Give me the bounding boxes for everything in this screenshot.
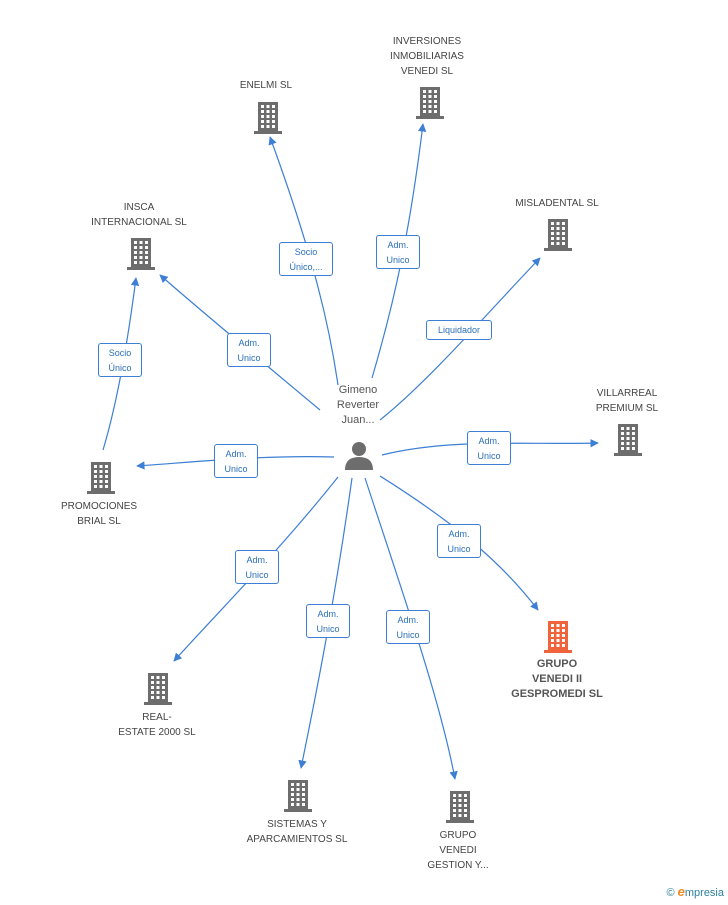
company-label-real-estate[interactable]: REAL- ESTATE 2000 SL [118, 712, 196, 738]
edge-role-label[interactable]: Adm. Unico [214, 444, 258, 478]
footer-brand: © empresia [666, 884, 724, 899]
person-icon[interactable] [343, 440, 375, 475]
edge-role-label[interactable]: Adm. Unico [386, 610, 430, 644]
edge-role-label[interactable]: Liquidador [426, 320, 492, 340]
edge-role-label[interactable]: Adm. Unico [235, 550, 279, 584]
edge-role-label[interactable]: Adm. Unico [437, 524, 481, 558]
edge-role-label[interactable]: Adm. Unico [376, 235, 420, 269]
edge-role-label[interactable]: Adm. Unico [306, 604, 350, 638]
center-person-label[interactable]: Gimeno Reverter Juan... [336, 384, 380, 426]
building-icon[interactable] [414, 85, 446, 124]
building-icon[interactable] [542, 619, 574, 658]
company-label-grupo-venedi-ii[interactable]: GRUPO VENEDI II GESPROMEDI SL [511, 658, 603, 700]
company-label-promociones[interactable]: PROMOCIONES BRIAL SL [60, 501, 138, 527]
building-icon[interactable] [282, 778, 314, 817]
building-icon[interactable] [85, 460, 117, 499]
edge-role-label[interactable]: Socio Único [98, 343, 142, 377]
building-icon[interactable] [542, 217, 574, 256]
copyright-icon: © [666, 887, 675, 899]
edge-line [298, 477, 353, 769]
building-icon[interactable] [142, 671, 174, 710]
building-icon[interactable] [252, 100, 284, 139]
company-label-grupo-venedi-gestion[interactable]: GRUPO VENEDI GESTION Y... [427, 830, 489, 871]
edge-role-label[interactable]: Adm. Unico [227, 333, 271, 367]
edge-line [364, 477, 458, 780]
brand-logo-text: mpresia [684, 887, 724, 899]
company-label-misladental[interactable]: MISLADENTAL SL [515, 198, 599, 209]
building-icon[interactable] [125, 236, 157, 275]
company-label-sistemas[interactable]: SISTEMAS Y APARCAMIENTOS SL [246, 819, 348, 845]
building-icon[interactable] [612, 422, 644, 461]
brand-logo-letter: e [677, 884, 685, 899]
company-label-insca[interactable]: INSCA INTERNACIONAL SL [91, 202, 187, 228]
edge-line [379, 257, 541, 421]
building-icon[interactable] [444, 789, 476, 828]
edge-role-label[interactable]: Socio Único,... [279, 242, 333, 276]
company-label-enelmi[interactable]: ENELMI SL [239, 80, 293, 91]
company-label-inversiones[interactable]: INVERSIONES INMOBILIARIAS VENEDI SL [390, 36, 464, 77]
edge-line [268, 136, 339, 386]
edge-role-label[interactable]: Adm. Unico [467, 431, 511, 465]
company-label-villarreal[interactable]: VILLARREAL PREMIUM SL [595, 388, 659, 414]
